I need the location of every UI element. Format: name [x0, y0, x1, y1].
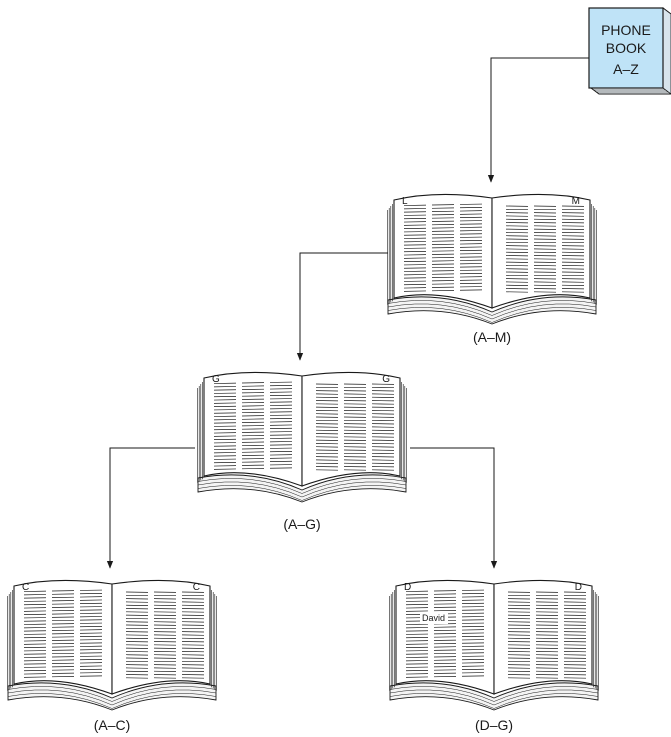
book-right-page: [491, 193, 591, 309]
closed-book-title-line1: PHONE: [601, 22, 651, 38]
book-left-corner-letter: L: [402, 196, 408, 207]
caption-a-g: (A–G): [283, 516, 320, 532]
book-page-block: [387, 296, 597, 325]
book-right-corner-letter: D: [575, 582, 582, 593]
closed-book-range: A–Z: [613, 61, 639, 77]
book-left-corner-letter: C: [22, 582, 29, 593]
book-right-page: [111, 579, 211, 695]
open-book-d-g: D D David: [389, 579, 599, 711]
book-right-corner-letter: C: [193, 582, 200, 593]
caption-a-c: (A–C): [94, 717, 131, 733]
arrow-am-to-ag: [296, 252, 388, 361]
closed-book-cover: [588, 7, 664, 89]
book-page-block: [197, 474, 407, 503]
closed-phone-book: PHONE BOOK A–Z: [588, 7, 671, 95]
book-left-corner-letter: D: [404, 582, 411, 593]
book-left-corner-letter: G: [212, 374, 220, 385]
book-right-corner-letter: G: [382, 374, 390, 385]
arrow-ag-to-ac: [106, 447, 195, 569]
caption-a-m: (A–M): [473, 329, 511, 345]
book-right-corner-letter: M: [572, 196, 580, 207]
book-page-block: [7, 682, 217, 711]
book-right-page: [301, 371, 401, 487]
arrow-ag-to-dg: [410, 447, 498, 569]
book-right-page: [493, 579, 593, 695]
book-page-block: [389, 682, 599, 711]
closed-book-title-line2: BOOK: [606, 40, 647, 56]
connector-arrows: [106, 57, 589, 569]
highlighted-name: David: [422, 613, 445, 623]
arrow-az-to-am: [487, 57, 589, 183]
caption-d-g: (D–G): [475, 717, 513, 733]
